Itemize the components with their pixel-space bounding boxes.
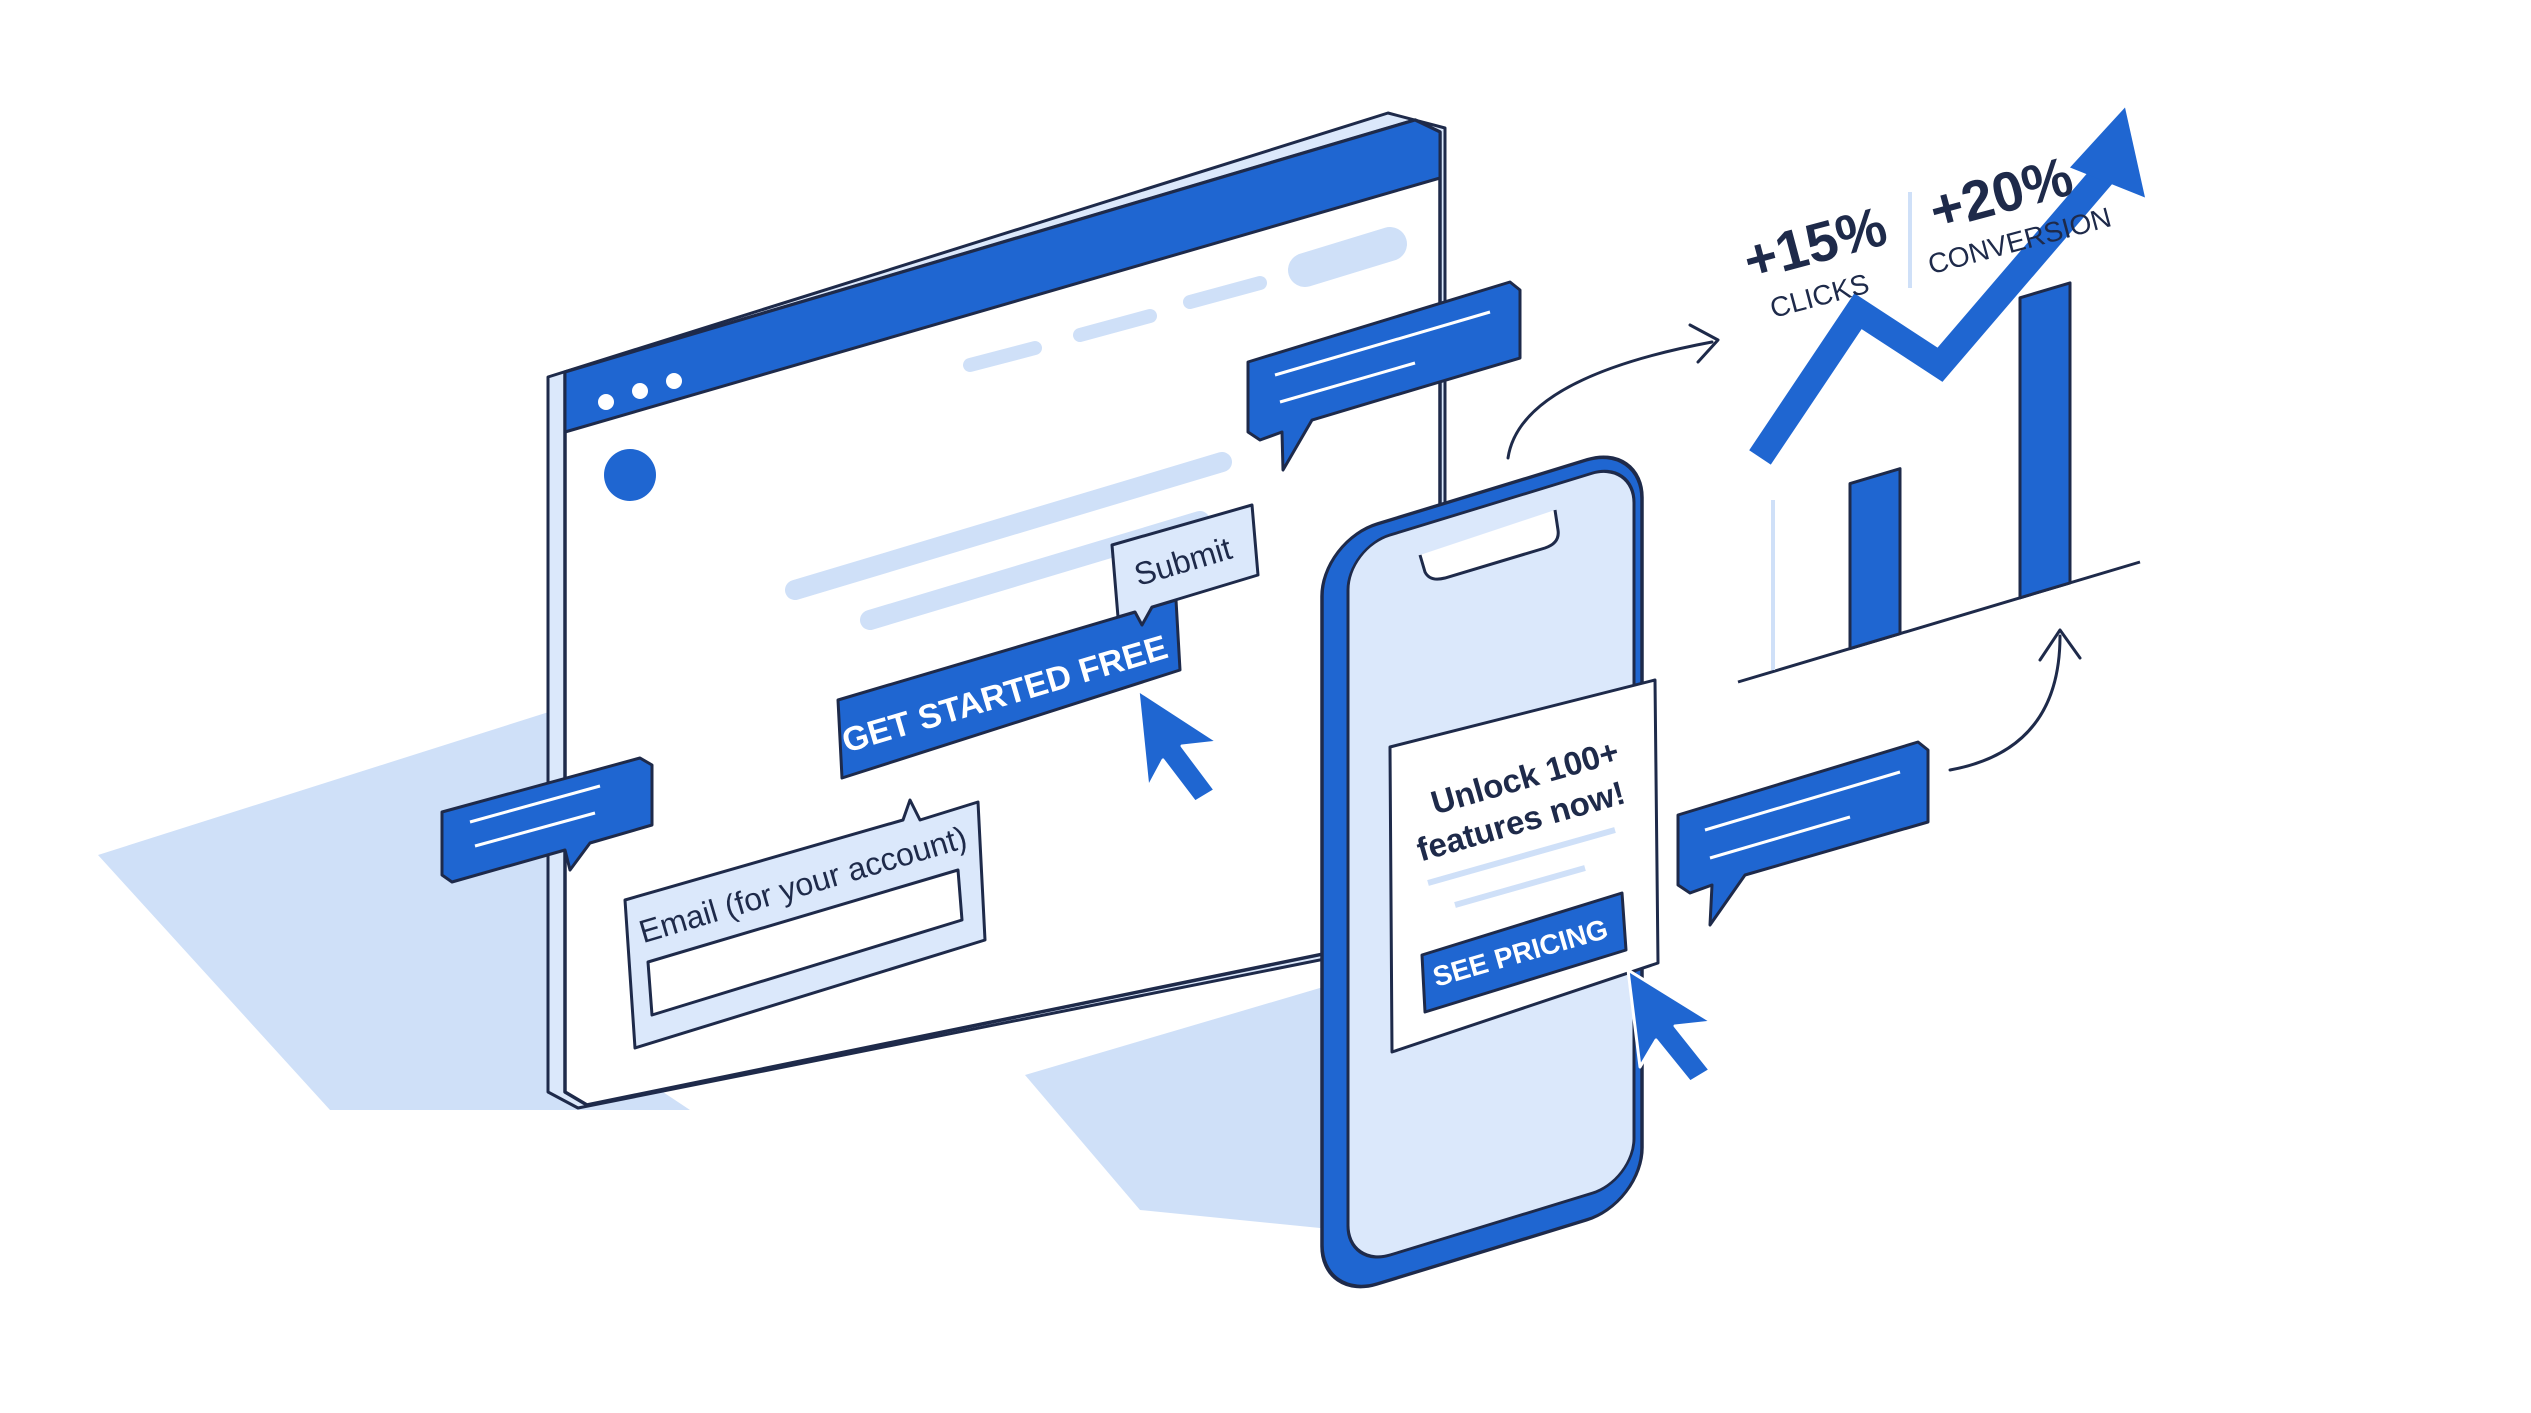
nav-link-placeholder[interactable] bbox=[1073, 309, 1157, 342]
trend-line bbox=[1749, 163, 2115, 465]
arrow-head bbox=[1688, 323, 1720, 364]
chart-bar bbox=[2018, 281, 2072, 600]
chat-bubble-right bbox=[1676, 740, 1930, 927]
phone-notch bbox=[1418, 509, 1560, 581]
window-dot-2[interactable] bbox=[632, 383, 648, 399]
nav-search-placeholder[interactable] bbox=[1288, 227, 1407, 287]
arrow-to-chart bbox=[1948, 634, 2062, 772]
chart-bar bbox=[1848, 467, 1902, 651]
cursor-icon bbox=[1136, 688, 1220, 804]
headline-placeholder bbox=[785, 452, 1232, 600]
clicks-value: +15% bbox=[1737, 194, 1893, 292]
window-dot-3[interactable] bbox=[666, 373, 682, 389]
email-field[interactable] bbox=[646, 868, 964, 1017]
avatar bbox=[604, 449, 656, 501]
browser-window: GET STARTED FREE Submit Email (for your … bbox=[546, 111, 1447, 1110]
trend-arrow-icon bbox=[2070, 107, 2145, 198]
growth-chart bbox=[1737, 107, 2145, 684]
popup-text-placeholder bbox=[1454, 865, 1586, 908]
nav-link-placeholder[interactable] bbox=[963, 341, 1042, 372]
chart-baseline bbox=[1737, 560, 2141, 684]
popup-text-placeholder bbox=[1427, 827, 1616, 886]
chat-bubble-left bbox=[440, 756, 654, 884]
nav-link-placeholder[interactable] bbox=[1183, 276, 1267, 309]
arrow-to-metrics bbox=[1506, 340, 1714, 460]
submit-tooltip: Submit bbox=[1110, 503, 1260, 627]
chat-bubble-top bbox=[1246, 280, 1522, 472]
cursor-icon bbox=[1626, 968, 1714, 1084]
connector-arrows bbox=[1506, 323, 2082, 772]
arrow-head bbox=[2038, 628, 2082, 662]
window-dot-1[interactable] bbox=[598, 394, 614, 410]
upgrade-popup: Unlock 100+ features now! SEE PRICING bbox=[1388, 678, 1714, 1084]
browser-title-bar bbox=[563, 118, 1442, 434]
